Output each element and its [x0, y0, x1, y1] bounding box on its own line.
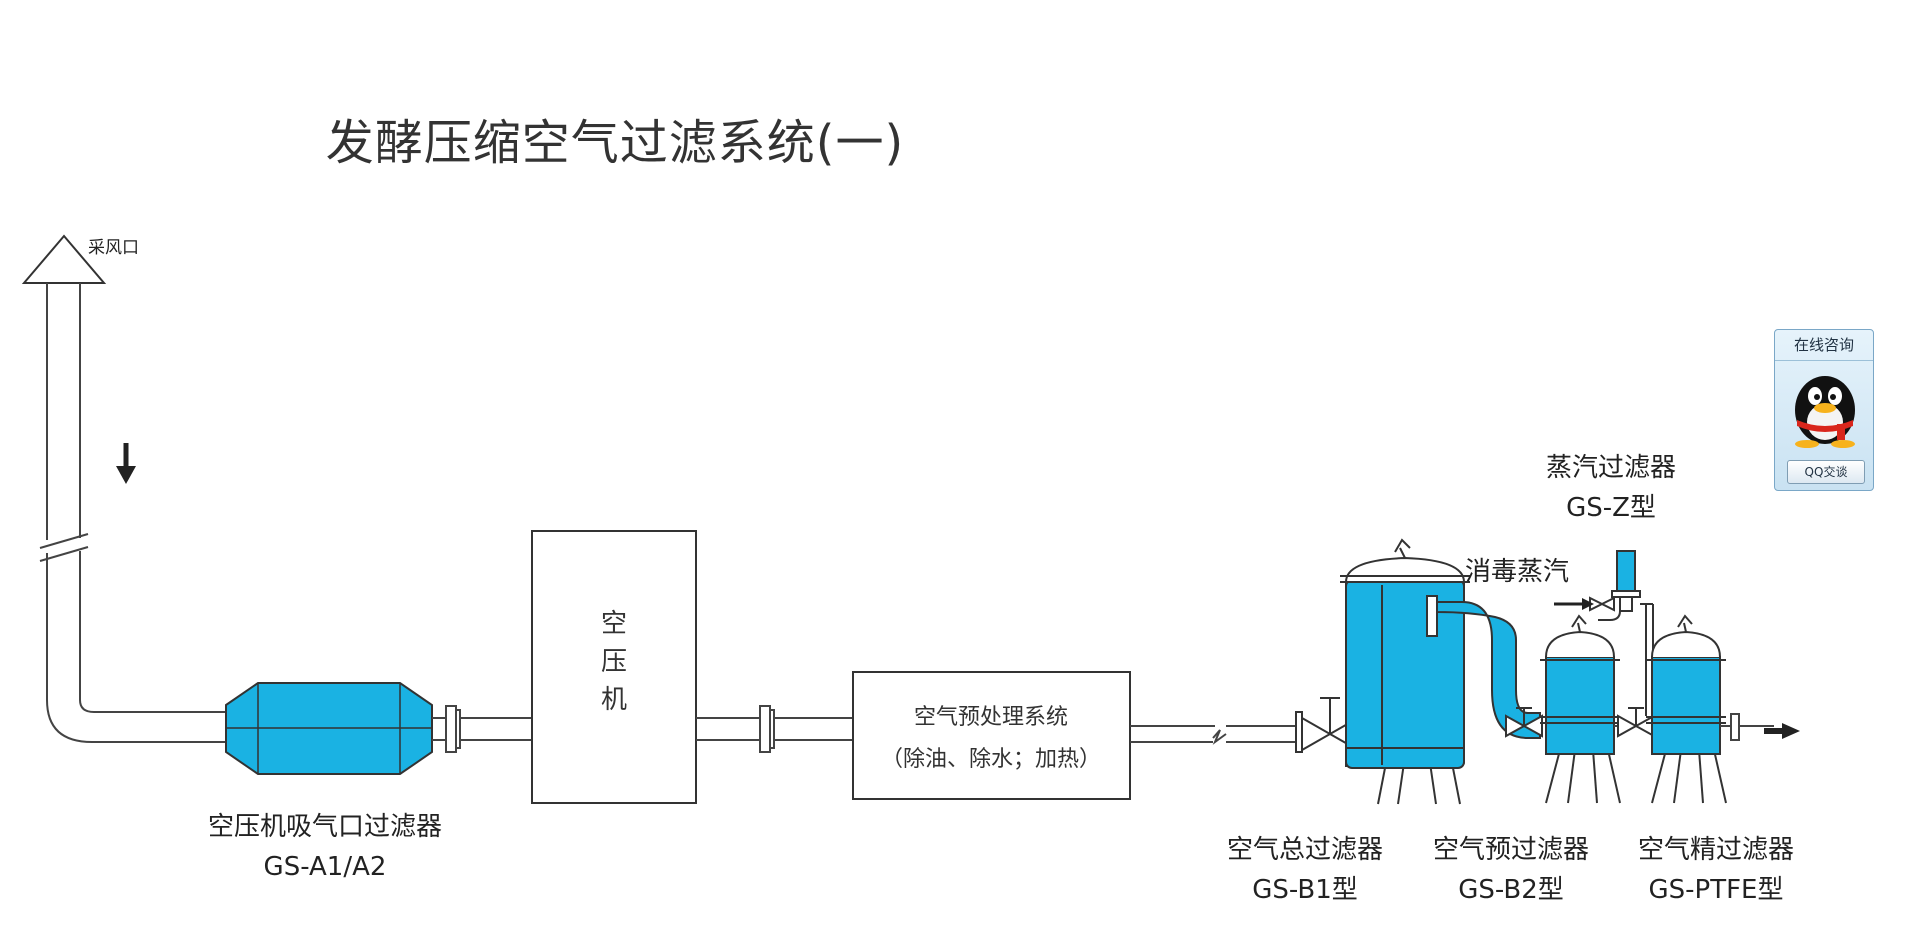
u-pipe-main-to-pre-filter	[1436, 601, 1541, 739]
pretreatment-name: 空气预处理系统	[914, 705, 1068, 730]
intake-vent-cap	[21, 234, 107, 284]
pre-filter-vessel	[1540, 614, 1621, 804]
fine-filter-vessel	[1646, 614, 1727, 804]
intake-filter-name: 空压机吸气口过滤器	[207, 812, 442, 842]
pipe-compressor-to-pretreat	[696, 705, 852, 753]
intake-filter-vessel	[225, 682, 433, 775]
intake-filter-model: GS-A1/A2	[263, 852, 387, 882]
fine-filter-model: GS-PTFE型	[1648, 875, 1784, 905]
qq-chat-button[interactable]: QQ交谈	[1787, 460, 1865, 484]
disinfection-steam-label: 消毒蒸汽	[1464, 557, 1569, 587]
compressor-label: 空压机	[601, 609, 627, 715]
intake-vent-label: 采风口	[88, 238, 139, 258]
main-filter-label: 空气总过滤器 GS-B1型	[1210, 830, 1400, 910]
steam-filter-model: GS-Z型	[1566, 493, 1656, 523]
fine-filter-inlet-valve	[1617, 707, 1655, 738]
steam-inlet-arrow	[1554, 598, 1594, 610]
outlet-pipe	[1720, 713, 1774, 741]
air-compressor-box	[531, 530, 697, 804]
compressor-label-char: 空	[601, 609, 627, 639]
outlet-arrow	[1764, 723, 1800, 739]
compressor-label-char: 压	[601, 647, 627, 677]
outlet-pipe-to-compressor	[432, 705, 532, 753]
intake-filter-label: 空压机吸气口过滤器 GS-A1/A2	[180, 807, 470, 887]
steam-filter-label: 蒸汽过滤器 GS-Z型	[1516, 448, 1706, 528]
pre-filter-name: 空气预过滤器	[1432, 835, 1589, 865]
flow-down-arrow	[116, 443, 136, 484]
fine-filter-label: 空气精过滤器 GS-PTFE型	[1621, 830, 1811, 910]
pretreatment-detail: （除油、除水；加热）	[881, 747, 1101, 772]
intake-pipe	[39, 283, 225, 743]
pre-filter-model: GS-B2型	[1458, 875, 1564, 905]
pre-filter-label: 空气预过滤器 GS-B2型	[1416, 830, 1606, 910]
pipe-pretreat-to-main-filter	[1130, 725, 1302, 745]
qq-consult-widget[interactable]: 在线咨询 QQ交谈	[1774, 329, 1874, 491]
fine-filter-name: 空气精过滤器	[1637, 835, 1794, 865]
steam-line-to-pre-filter	[1426, 595, 1438, 637]
qq-penguin-icon	[1795, 376, 1855, 448]
pretreatment-system-box	[852, 671, 1131, 800]
main-filter-model: GS-B1型	[1252, 875, 1358, 905]
pre-filter-inlet-valve	[1505, 707, 1543, 738]
main-filter-name: 空气总过滤器	[1226, 835, 1383, 865]
qq-widget-header: 在线咨询	[1775, 330, 1873, 361]
compressor-label-char: 机	[601, 685, 627, 715]
page-title: 发酵压缩空气过滤系统(一)	[325, 115, 905, 171]
steam-filter-name: 蒸汽过滤器	[1545, 453, 1676, 483]
main-filter-vessel	[1340, 538, 1470, 805]
